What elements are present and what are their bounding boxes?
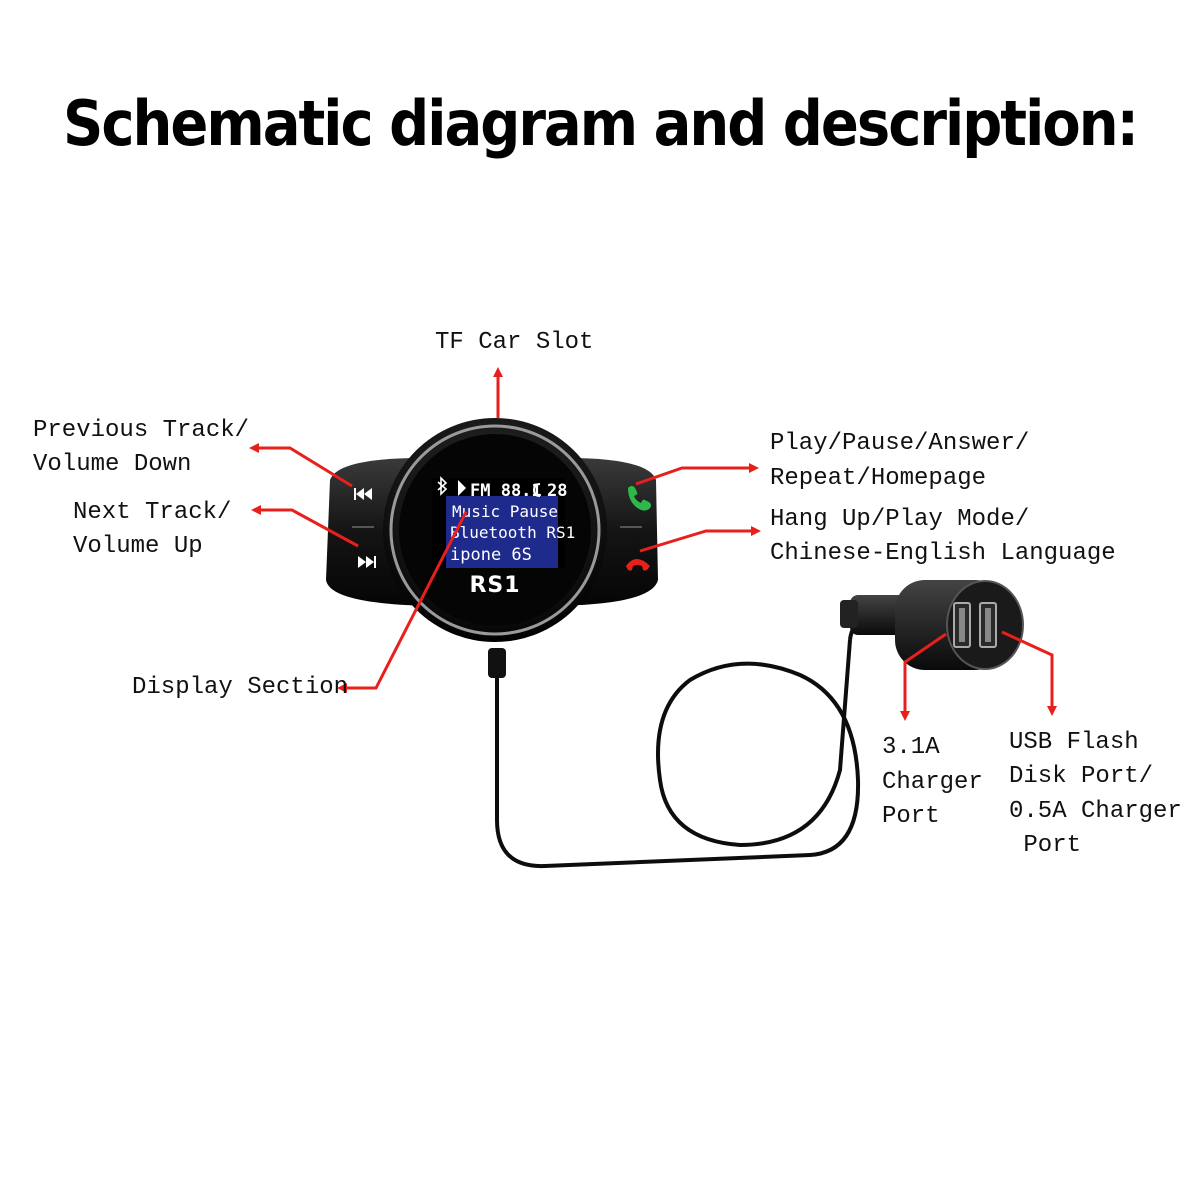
phone-answer-icon [628,486,651,511]
label-tf-slot: TF Car Slot [435,329,594,356]
display-section: FM 88.1 28 Music Pause Bluetooth RS1 ipo… [383,418,607,642]
label-usb-flash-line2: Disk Port/ [1009,763,1154,790]
label-hang-up-line1: Hang Up/Play Mode/ [770,506,1030,533]
label-play-pause-line2: Repeat/Homepage [770,465,987,492]
brand-logo: RS1 [469,573,520,598]
hang-up-button[interactable] [626,559,650,571]
annotation-arrows [249,367,1057,721]
bluetooth-icon [437,476,448,496]
arrow-usb-flash-port [1001,630,1057,716]
button-divider [620,526,642,528]
button-divider [352,526,374,528]
play-icon [458,480,466,496]
screen-music-status: Music Pause [452,502,558,521]
screen-frequency: FM 88.1 [470,481,542,501]
label-usb-flash-line3: 0.5A Charger [1009,798,1182,825]
arrow-31a-port [900,632,947,721]
arrow-display-section [337,511,468,693]
arrow-hang-up [639,526,761,553]
phone-hangup-icon [626,559,650,571]
cable [488,613,873,869]
label-next-track-line1: Next Track/ [73,499,232,526]
usb-port-05a [979,602,997,648]
label-31a-line1: 3.1A [882,734,940,761]
label-hang-up-line2: Chinese-English Language [770,540,1116,567]
label-display-section: Display Section [132,674,349,701]
battery-icon [532,483,541,497]
label-31a-line2: Charger [882,769,983,796]
label-usb-flash-line4: Port [1009,832,1082,859]
label-31a-line3: Port [882,803,940,830]
screen-battery: 28 [547,481,567,501]
label-next-track-line2: Volume Up [73,533,203,560]
usb-port-31a [953,602,971,648]
previous-track-button[interactable] [354,488,372,500]
page-title: Schematic diagram and description: [62,88,1139,161]
label-play-pause-line1: Play/Pause/Answer/ [770,430,1030,457]
arrow-play-pause [635,463,759,486]
lcd-screen [446,496,558,568]
arrow-next-track [251,505,359,548]
arrow-previous-track [249,443,353,488]
answer-call-button[interactable] [628,486,651,511]
label-previous-track-line2: Volume Down [33,451,192,478]
label-usb-flash-line1: USB Flash [1009,729,1139,756]
next-track-button[interactable] [358,556,376,568]
car-charger-plug [840,580,1024,670]
screen-bluetooth-name: Bluetooth RS1 [450,523,575,542]
screen-device-name: ipone 6S [450,545,532,565]
label-previous-track-line1: Previous Track/ [33,417,250,444]
